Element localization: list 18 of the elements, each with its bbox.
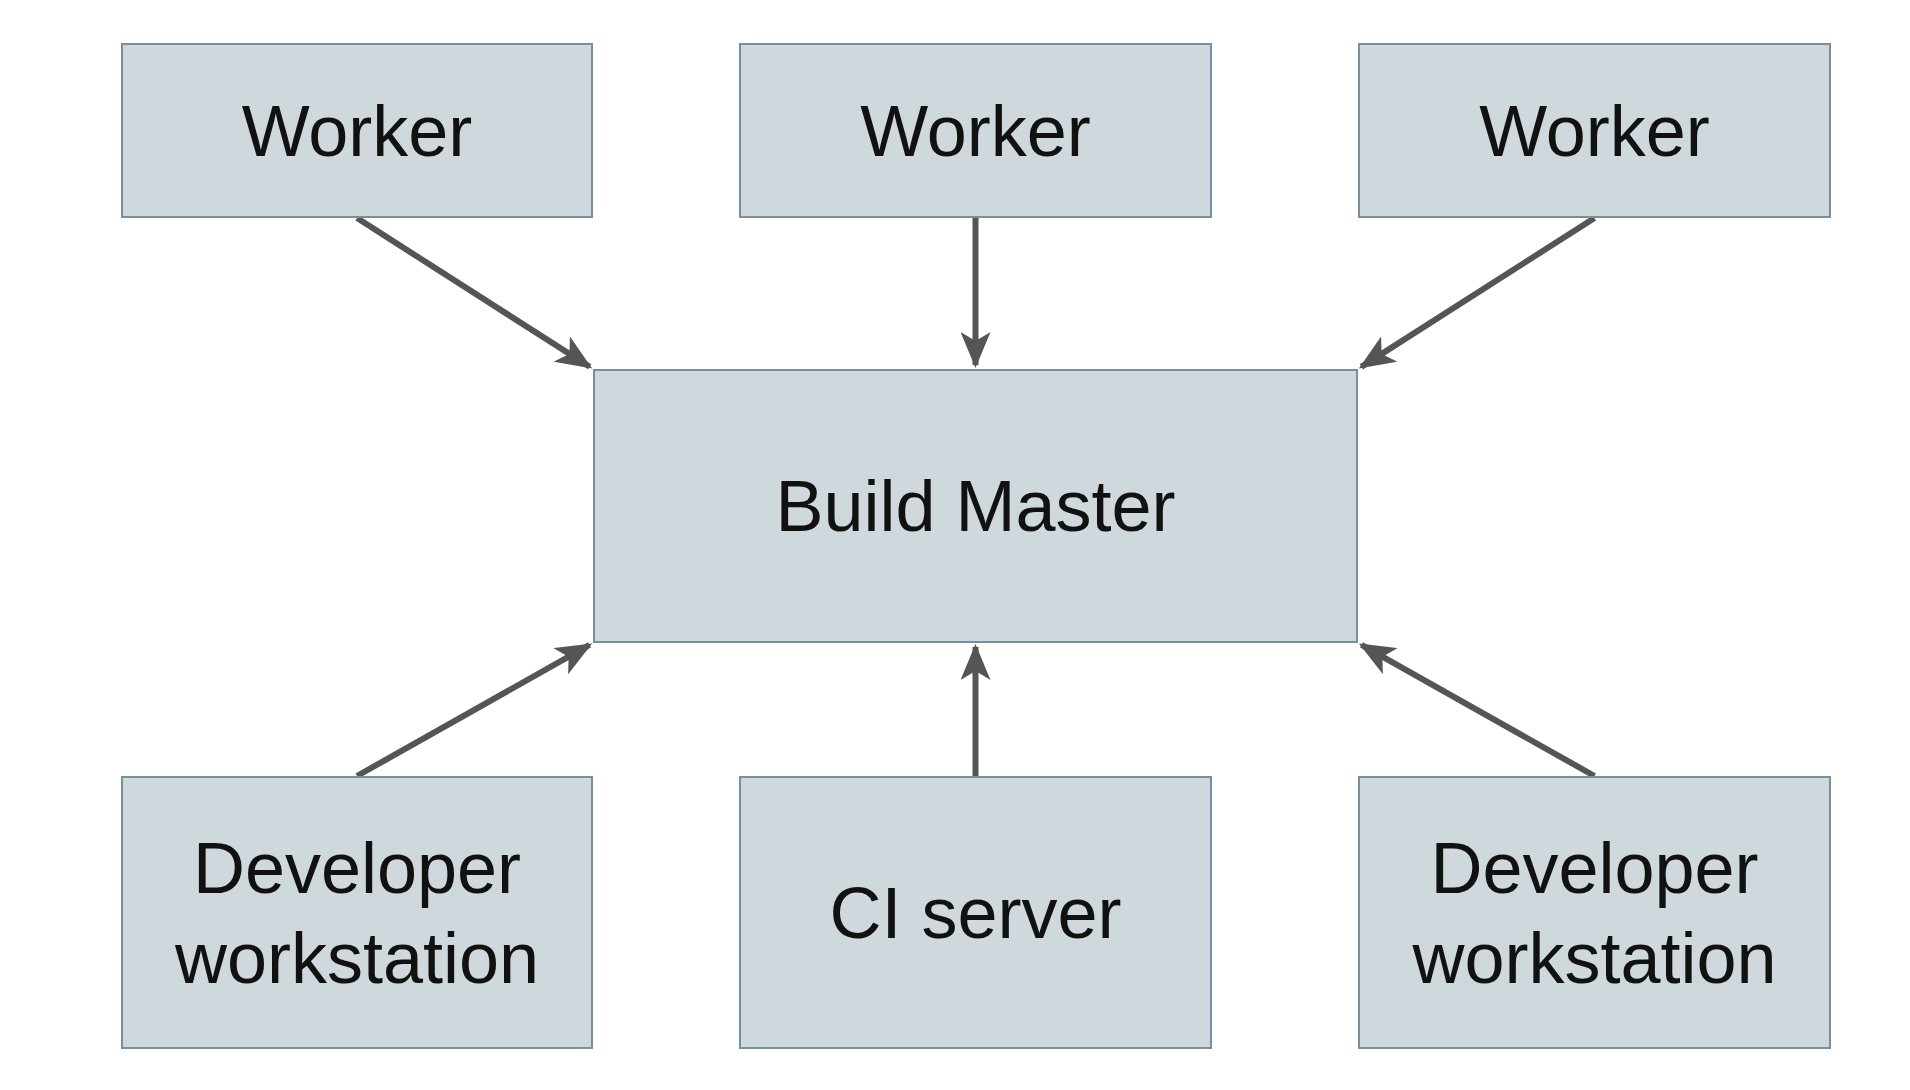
server-box [593,369,1358,643]
component-box [1358,776,1831,1049]
box-label: Developer workstation [1411,826,1778,1000]
component-box [1358,43,1831,218]
arrow [355,642,593,779]
box-label: Worker [241,89,473,173]
component-box [739,43,1212,218]
box-label: Worker [1479,89,1710,173]
arrow [960,218,991,368]
box-label: CI server [829,871,1122,955]
component-box [121,776,593,1049]
box-label: Developer workstation [173,826,541,1000]
box-label: Build Master [775,465,1176,548]
component-box [121,43,593,218]
arrow [1358,642,1596,779]
arrow [960,644,991,776]
component-box [739,776,1212,1049]
box-label: Worker [860,89,1091,173]
